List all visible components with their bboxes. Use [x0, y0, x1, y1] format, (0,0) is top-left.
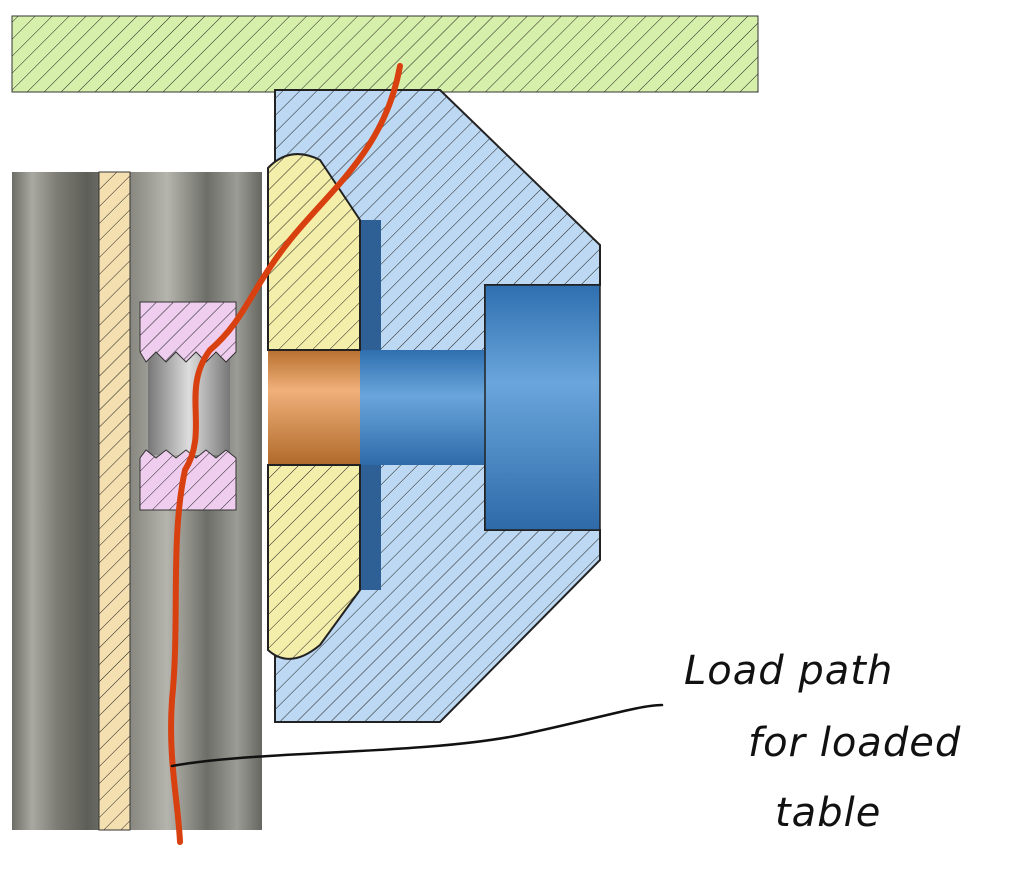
t-nut-top — [139, 301, 237, 363]
washer-top — [267, 153, 361, 351]
nut-thread — [148, 350, 230, 455]
annotation-line-2: for loaded — [748, 720, 962, 766]
bolt-shank — [360, 350, 485, 465]
annotation-leader-line — [170, 703, 664, 768]
extrusion-strip — [98, 171, 131, 831]
bolt-copper-section — [268, 350, 360, 465]
washer-bottom — [267, 464, 361, 660]
bolt-head — [484, 284, 601, 531]
load-path-line — [168, 63, 403, 845]
annotation-line-3: table — [775, 790, 882, 836]
table-plate — [11, 15, 759, 93]
annotation-line-1: Load path — [684, 648, 894, 694]
